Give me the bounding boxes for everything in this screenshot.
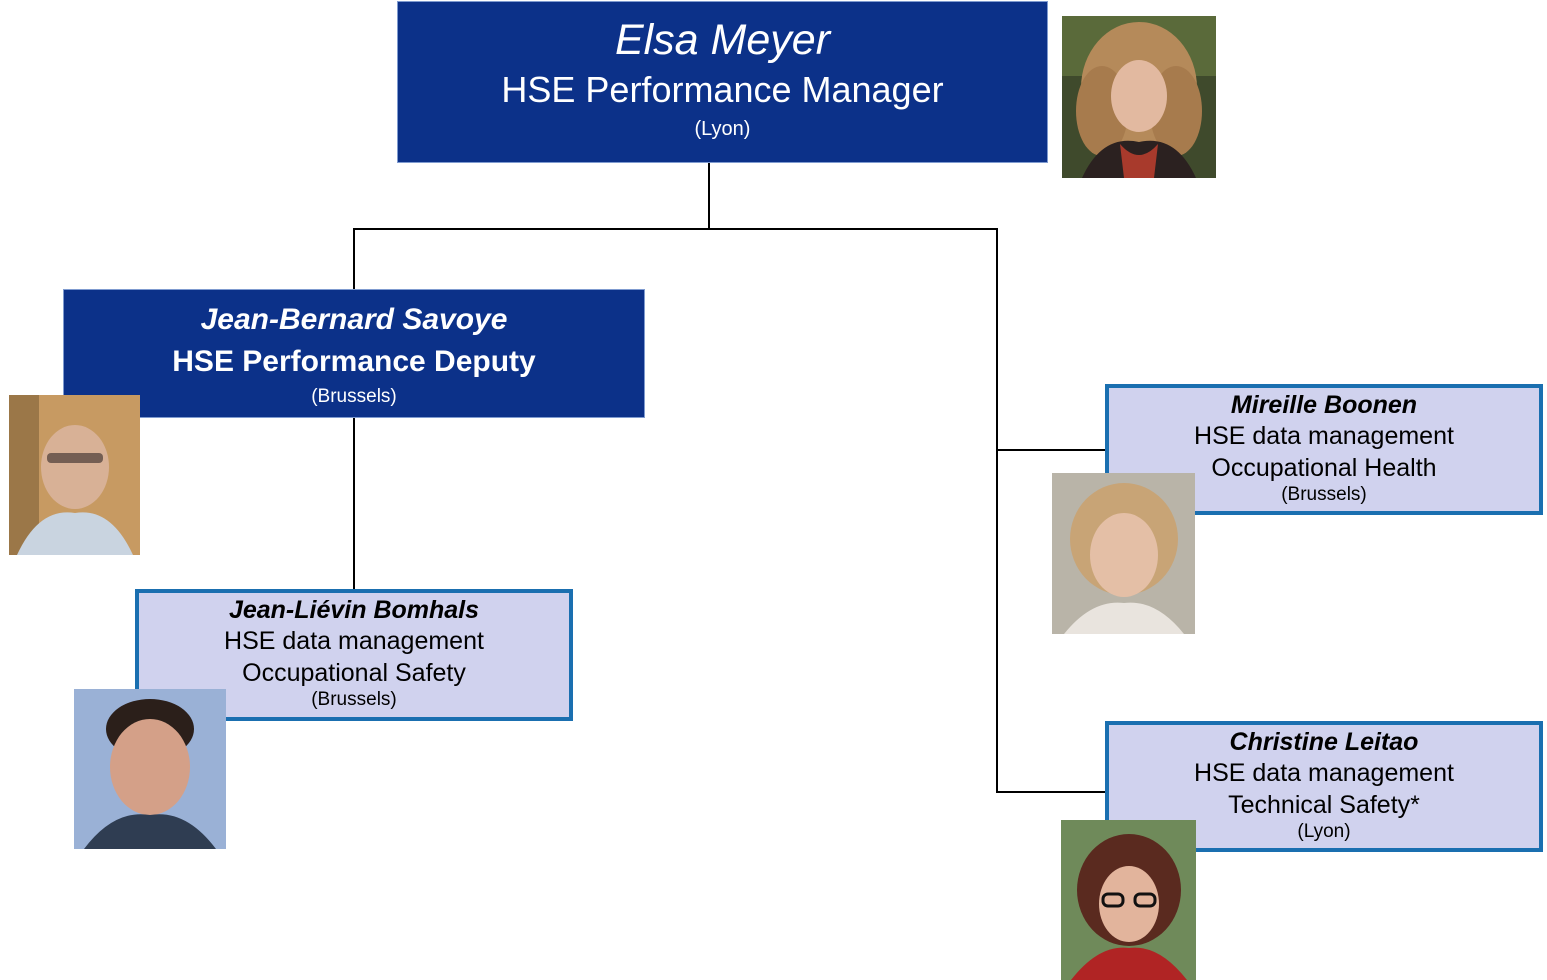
leitao-area: Technical Safety* xyxy=(1228,791,1420,819)
boonen-area: Occupational Health xyxy=(1211,454,1437,482)
photo-christine-leitao xyxy=(1061,820,1196,980)
photo-elsa-meyer xyxy=(1062,16,1216,178)
photo-mireille-boonen xyxy=(1052,473,1195,634)
org-node-manager[interactable]: Elsa Meyer HSE Performance Manager (Lyon… xyxy=(397,1,1048,163)
leitao-location: (Lyon) xyxy=(1297,821,1351,842)
manager-name: Elsa Meyer xyxy=(614,16,831,64)
manager-title: HSE Performance Manager xyxy=(501,69,944,110)
connector-deputy-drop xyxy=(353,228,355,289)
leitao-name: Christine Leitao xyxy=(1229,728,1419,756)
bomhals-area: Occupational Safety xyxy=(242,659,466,687)
connector-leitao-branch xyxy=(996,791,1106,793)
deputy-name: Jean-Bernard Savoye xyxy=(200,303,508,336)
connector-boonen-branch xyxy=(996,449,1106,451)
connector-main-horizontal xyxy=(353,228,998,230)
org-node-boonen[interactable]: Mireille Boonen HSE data management Occu… xyxy=(1105,384,1543,515)
connector-deputy-to-bomhals xyxy=(353,418,355,590)
bomhals-name: Jean-Liévin Bomhals xyxy=(228,596,480,624)
connector-right-vertical xyxy=(996,228,998,793)
bomhals-location: (Brussels) xyxy=(311,689,397,710)
connector-top-vertical xyxy=(708,163,710,229)
boonen-location: (Brussels) xyxy=(1281,484,1367,505)
deputy-location: (Brussels) xyxy=(311,386,397,407)
photo-jean-bernard-savoye xyxy=(9,395,140,555)
boonen-name: Mireille Boonen xyxy=(1230,391,1418,419)
manager-location: (Lyon) xyxy=(694,118,751,140)
org-node-deputy[interactable]: Jean-Bernard Savoye HSE Performance Depu… xyxy=(63,289,645,418)
leitao-role: HSE data management xyxy=(1194,759,1454,787)
boonen-role: HSE data management xyxy=(1194,422,1454,450)
deputy-title: HSE Performance Deputy xyxy=(172,345,536,378)
bomhals-role: HSE data management xyxy=(224,627,484,655)
photo-jean-lievin-bomhals xyxy=(74,689,226,849)
